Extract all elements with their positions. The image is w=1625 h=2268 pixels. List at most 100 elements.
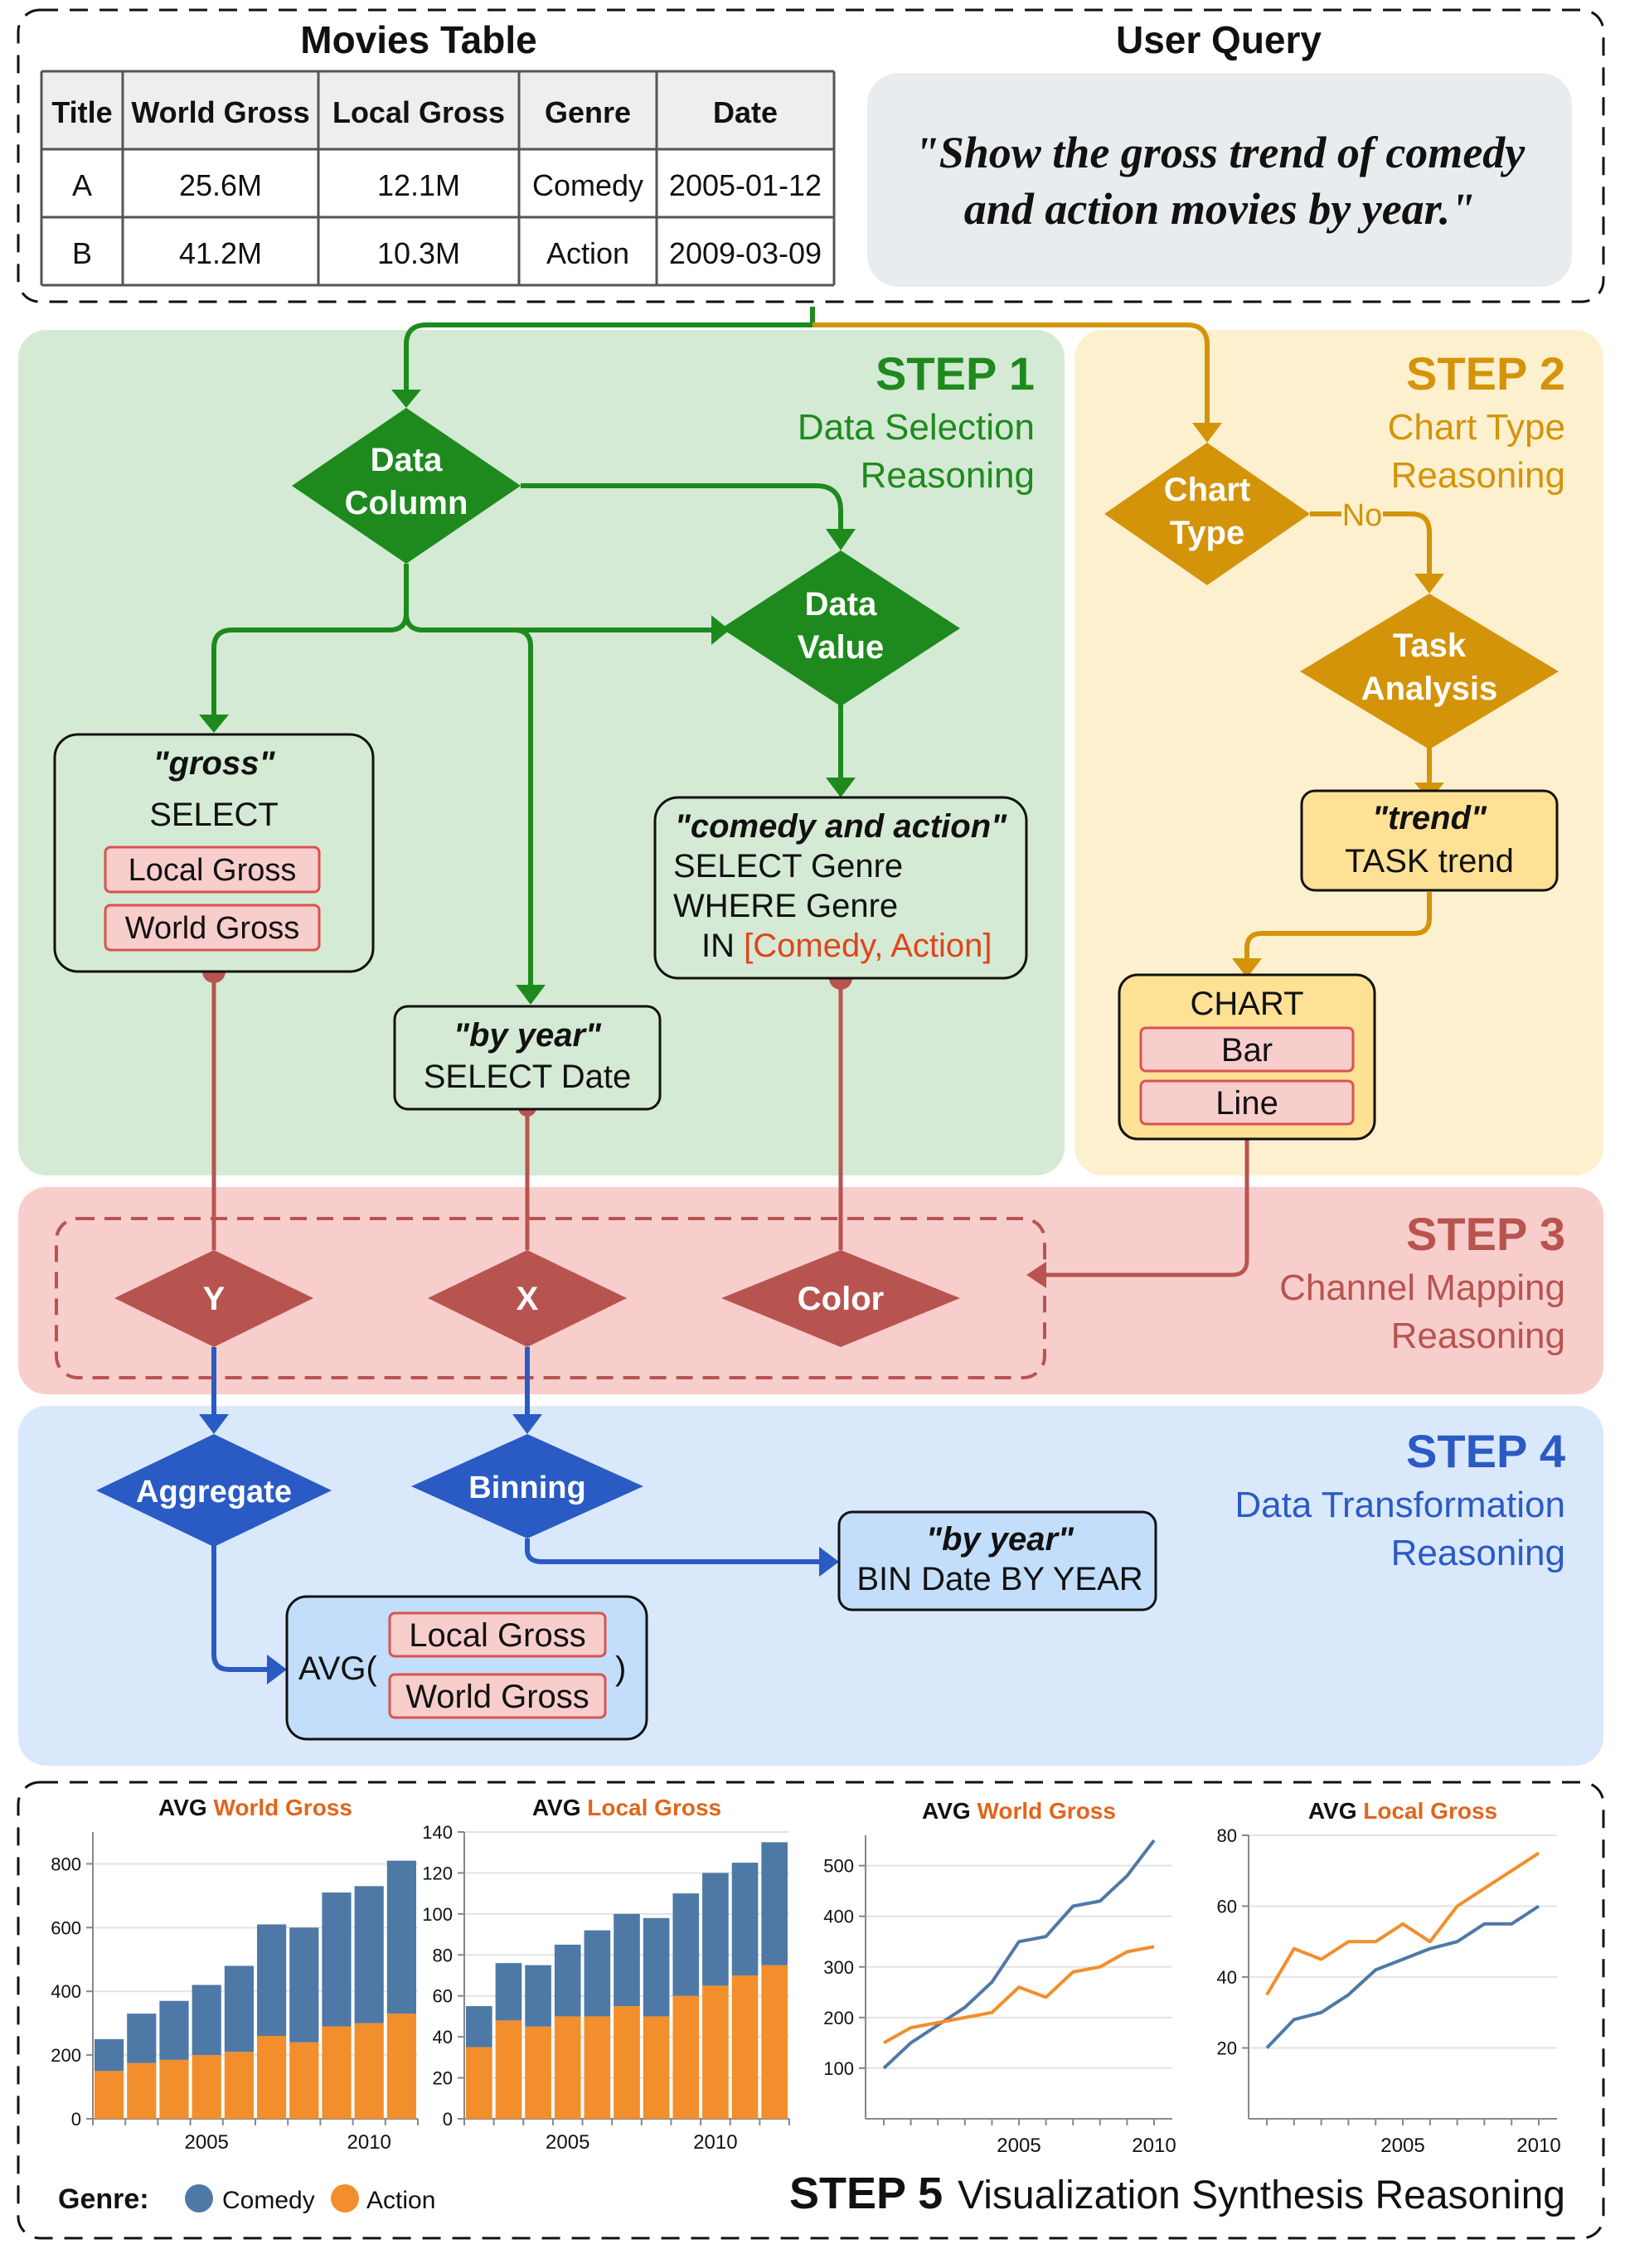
table-cell: 10.3M: [377, 236, 460, 270]
bar-comedy: [386, 1860, 416, 2014]
step3-sub2: Reasoning: [1391, 1316, 1565, 1356]
bar-action: [289, 2042, 319, 2119]
avg-item-world-box: [388, 1673, 607, 1719]
y-tick-label: 100: [823, 2058, 854, 2079]
bar-comedy: [702, 1873, 729, 1986]
user-query-line1: "Show the gross trend of comedy: [914, 128, 1526, 177]
step2-label: STEP 2: [1406, 347, 1565, 400]
step4-label: STEP 4: [1406, 1425, 1565, 1477]
x-tick-label: 2005: [997, 2135, 1040, 2157]
x-channel-text: X: [517, 1281, 539, 1317]
chart-item-bar: Bar: [1221, 1032, 1273, 1069]
table-header-bg: [41, 71, 834, 149]
bar-comedy: [731, 1863, 759, 1975]
aggregate-diamond: [96, 1434, 332, 1547]
gross-item-world: World Gross: [125, 911, 299, 946]
bar-comedy: [289, 1927, 319, 2043]
x-tick-label: 2005: [1380, 2135, 1424, 2157]
chart-type-text2: Type: [1170, 515, 1244, 551]
y-tick-label: 0: [443, 2109, 453, 2130]
aggregate-text: Aggregate: [136, 1475, 292, 1510]
user-query-title: User Query: [1116, 18, 1322, 61]
chart-type-diamond: [1104, 443, 1310, 585]
step1-connectors: [211, 307, 843, 986]
bar-action: [731, 1975, 759, 2119]
bar-action: [761, 1965, 788, 2119]
table-cell: Action: [546, 236, 629, 270]
chart-title: AVG World Gross: [922, 1798, 1116, 1824]
table-cell: Comedy: [532, 168, 643, 202]
y-tick-label: 200: [823, 2008, 854, 2028]
genre-quote: "comedy and action": [675, 808, 1007, 845]
bar-action: [495, 2020, 522, 2119]
data-value-text2: Value: [798, 629, 885, 666]
step5-sub: Visualization Synthesis Reasoning: [958, 2174, 1565, 2217]
y-tick-label: 800: [51, 1854, 81, 1874]
y-tick-label: 80: [433, 1945, 453, 1965]
step1-sub1: Data Selection: [798, 407, 1035, 448]
bar-action: [466, 2047, 492, 2119]
y-channel-text: Y: [203, 1281, 226, 1317]
line-comedy: [1265, 1904, 1540, 2049]
chart-box-title: CHART: [1190, 986, 1303, 1022]
line-action: [1265, 1851, 1540, 1996]
genre-line1: SELECT Genre: [673, 848, 903, 884]
gross-item-world-box: [104, 904, 321, 952]
avg-item-local: Local Gross: [409, 1617, 585, 1654]
year-quote: "by year": [454, 1017, 602, 1054]
color-channel-text: Color: [798, 1281, 884, 1317]
chart-title: AVG Local Gross: [1308, 1798, 1497, 1824]
table-header-cell: World Gross: [131, 95, 309, 129]
step5-label: STEP 5: [789, 2169, 943, 2218]
line-action: [883, 1945, 1155, 2045]
table-header-cell: Date: [713, 95, 778, 129]
bar-comedy: [525, 1965, 551, 2027]
bar-action: [192, 2055, 221, 2119]
bar-comedy: [761, 1842, 788, 1965]
avg-item-world: World Gross: [405, 1679, 589, 1715]
table-cell: 2009-03-09: [669, 236, 822, 270]
step4-connectors: [211, 1347, 821, 1672]
movies-table-title: Movies Table: [300, 18, 536, 61]
table-cell: 41.2M: [179, 236, 262, 270]
y-tick-label: 140: [422, 1822, 453, 1843]
user-query-box: [867, 73, 1572, 287]
step3-connectors: [211, 976, 1249, 1277]
step3-label: STEP 3: [1406, 1208, 1565, 1260]
bin-box: [837, 1510, 1157, 1611]
y-tick-label: 40: [433, 2027, 453, 2048]
trend-box: [1300, 789, 1559, 892]
data-column-text1: Data: [371, 442, 443, 478]
avg-suffix: ): [615, 1650, 626, 1687]
genre-line2: WHERE Genre: [673, 888, 898, 924]
bar-action: [386, 2014, 416, 2119]
x-tick-label: 2005: [546, 2131, 589, 2154]
bar-comedy: [95, 2038, 124, 2072]
bar-action: [614, 2006, 640, 2119]
bar-action: [224, 2052, 254, 2119]
chart-item-bar-box: [1139, 1026, 1355, 1073]
bar-action: [702, 1985, 729, 2119]
avg-item-local-box: [388, 1611, 607, 1658]
table-cell: 25.6M: [179, 168, 262, 202]
genre-in-value: [Comedy, Action]: [744, 928, 992, 964]
user-query-line2: and action movies by year.": [964, 184, 1475, 234]
x-tick-label: 2010: [347, 2131, 391, 2154]
bar-comedy: [672, 1893, 700, 1996]
x-tick-label: 2010: [693, 2131, 737, 2154]
table-cell: 12.1M: [377, 168, 460, 202]
bar-comedy: [495, 1963, 522, 2021]
line-comedy: [882, 1839, 1156, 2070]
y-tick-label: 20: [433, 2068, 453, 2089]
y-tick-label: 120: [422, 1863, 453, 1883]
bar-comedy: [643, 1917, 670, 2017]
bar-comedy: [584, 1930, 611, 2017]
channel-group-frame: [55, 1217, 1046, 1379]
step5-frame: [17, 1781, 1605, 2240]
input-frame: [17, 8, 1605, 303]
bin-quote: "by year": [926, 1521, 1074, 1558]
bar-comedy: [257, 1924, 287, 2037]
y-tick-label: 600: [51, 1917, 81, 1938]
bar-comedy: [322, 1892, 352, 2027]
